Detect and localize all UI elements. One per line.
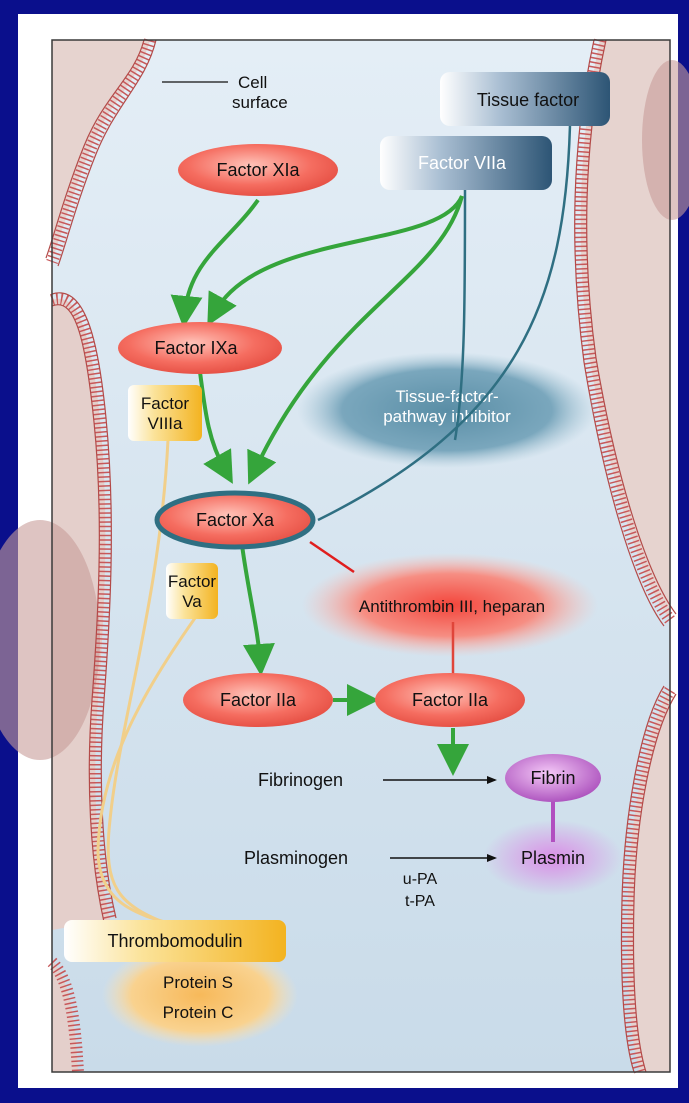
tfpi-label-1: Tissue-factor-: [395, 387, 498, 406]
factor-ixa-label: Factor IXa: [154, 338, 238, 358]
tfpi-label-2: pathway inhibitor: [383, 407, 511, 426]
factor-xia-label: Factor XIa: [216, 160, 300, 180]
factor-iia-left-label: Factor IIa: [220, 690, 297, 710]
factor-va-label-1: Factor: [168, 572, 217, 591]
thrombomodulin-label: Thrombomodulin: [107, 931, 242, 951]
vessel-lumen: [52, 40, 670, 1072]
cell-surface-label-1: Cell: [238, 73, 267, 92]
factor-viiia-label-2: VIIIa: [148, 414, 184, 433]
cell-surface-label-2: surface: [232, 93, 288, 112]
factor-xa-label: Factor Xa: [196, 510, 275, 530]
factor-va-label-2: Va: [182, 592, 202, 611]
factor-viiia-label-1: Factor: [141, 394, 190, 413]
protein-s-label: Protein S: [163, 973, 233, 992]
factor-viia-label: Factor VIIa: [418, 153, 507, 173]
tissue-factor-label: Tissue factor: [477, 90, 579, 110]
antithrombin-label: Antithrombin III, heparan: [359, 597, 545, 616]
factor-iia-right-label: Factor IIa: [412, 690, 489, 710]
u-pa-label: u-PA: [403, 871, 438, 888]
plasminogen-label: Plasminogen: [244, 848, 348, 868]
fibrin-label: Fibrin: [530, 768, 575, 788]
fibrinogen-label: Fibrinogen: [258, 770, 343, 790]
t-pa-label: t-PA: [405, 893, 435, 910]
protein-c-label: Protein C: [163, 1003, 234, 1022]
plasmin-label: Plasmin: [521, 848, 585, 868]
